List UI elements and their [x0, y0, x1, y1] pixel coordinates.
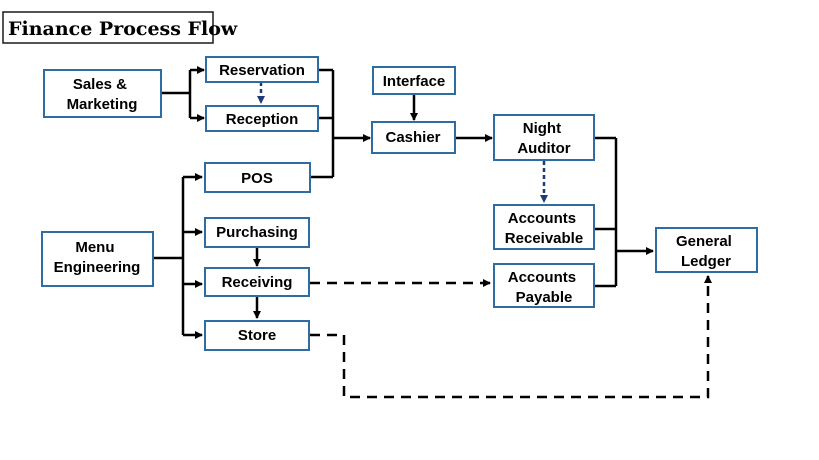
diagram-title-text: Finance Process Flow: [8, 18, 238, 40]
diagram-title: Finance Process Flow: [2, 11, 238, 44]
node-menu-engineering-label: Menu Engineering: [54, 239, 141, 276]
node-store-label: Store: [238, 327, 276, 344]
connector-outlets-to-cashier: [310, 68, 371, 179]
node-pos: POS: [204, 162, 311, 193]
node-night-auditor: Night Auditor: [493, 114, 595, 161]
node-pos-label: POS: [241, 170, 273, 187]
connector-sales-to-front-office: [161, 66, 205, 122]
node-receiving-label: Receiving: [222, 274, 293, 291]
node-store: Store: [204, 320, 310, 351]
node-general-ledger: General Ledger: [655, 227, 758, 273]
node-purchasing: Purchasing: [204, 217, 310, 248]
node-interface-label: Interface: [383, 73, 446, 90]
connector-store-to-general-ledger: [310, 275, 712, 399]
node-reception: Reception: [205, 105, 319, 132]
node-interface: Interface: [372, 66, 456, 95]
node-sales-marketing: Sales & Marketing: [43, 69, 162, 118]
node-accounts-receivable-label: Accounts Receivable: [505, 210, 583, 247]
node-cashier: Cashier: [371, 121, 456, 154]
node-reception-label: Reception: [226, 111, 299, 128]
node-menu-engineering: Menu Engineering: [41, 231, 154, 287]
node-purchasing-label: Purchasing: [216, 224, 298, 241]
node-cashier-label: Cashier: [385, 129, 440, 146]
node-general-ledger-label: General Ledger: [676, 233, 736, 270]
node-accounts-payable: Accounts Payable: [493, 263, 595, 308]
node-sales-marketing-label: Sales & Marketing: [67, 76, 138, 113]
node-reservation: Reservation: [205, 56, 319, 83]
node-accounts-receivable: Accounts Receivable: [493, 204, 595, 250]
connector-menu-engineering-branches: [153, 173, 203, 339]
node-reservation-label: Reservation: [219, 62, 305, 79]
node-accounts-payable-label: Accounts Payable: [508, 269, 581, 306]
connector-accounts-to-general-ledger: [594, 136, 654, 288]
node-receiving: Receiving: [204, 267, 310, 297]
node-night-auditor-label: Night Auditor: [517, 120, 570, 157]
